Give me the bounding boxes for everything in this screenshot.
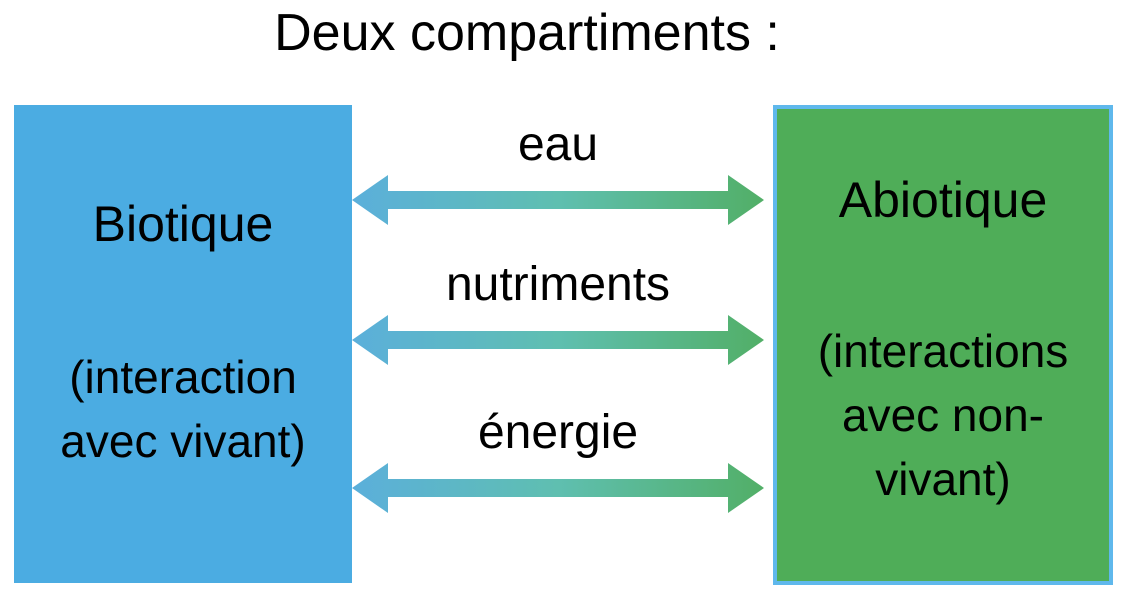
flow-eau: eau [350,120,766,228]
flow-energie: énergie [350,408,766,516]
double-arrow-icon [352,315,764,365]
flow-eau-label: eau [517,118,599,171]
flow-energie-label: énergie [477,406,639,459]
compartment-abiotique: Abiotique (interactions avec non-vivant) [773,105,1113,585]
flow-nutriments: nutriments [350,260,766,368]
compartment-biotique-note: (interaction avec vivant) [60,351,306,467]
diagram-title: Deux compartiments : [274,4,780,62]
double-arrow-icon [352,175,764,225]
compartment-abiotique-note: (interactions avec non-vivant) [817,325,1069,505]
double-arrow-icon [352,463,764,513]
flow-nutriments-label: nutriments [445,258,671,311]
compartment-biotique-label: Biotique [92,196,274,252]
compartment-biotique: Biotique (interaction avec vivant) [14,105,352,583]
compartment-abiotique-label: Abiotique [838,172,1048,228]
